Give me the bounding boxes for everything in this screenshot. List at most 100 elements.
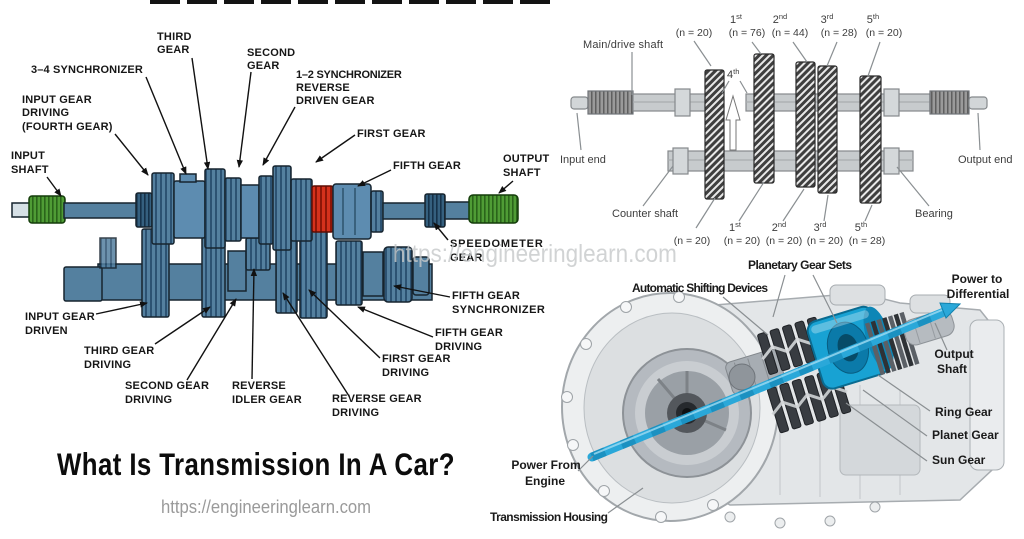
output-shaft-body [382,202,428,220]
label-planet-gear: Planet Gear [932,428,999,442]
svg-text:IDLER GEAR: IDLER GEAR [232,394,302,406]
label-speedometer-gear: SPEEDOMETER [450,238,543,250]
label-input-end: Input end [560,154,606,166]
automatic-transmission-diagram: Planetary Gear Sets Automatic Shifting D… [490,258,1009,529]
label-synchronizer-3-4: 3–4 SYNCHRONIZER [31,64,143,76]
svg-text:DRIVEN GEAR: DRIVEN GEAR [296,95,375,107]
input-shaft-tip [11,202,31,218]
hub [240,184,260,239]
first-gear-gear [290,178,313,242]
callout-arrows [46,57,514,397]
synchronizer-tab [179,173,197,183]
gear-shaft-labels: Main/drive shaft Input end Output end Co… [560,12,1012,247]
label-third-gear-driving: THIRD GEAR [84,345,154,357]
ordinal-1st-bottom: 1st [729,220,742,234]
fourth-gear-driving-gear [151,172,175,245]
leader-lines [576,40,981,229]
shaft-tip [570,96,589,110]
svg-text:DRIVING: DRIVING [125,394,172,406]
input-shaft-body [63,202,141,219]
label-first-gear: FIRST GEAR [357,128,426,140]
teeth-count: (n = 20) [674,235,710,247]
label-bearing: Bearing [915,208,953,220]
shaft-collar [672,147,689,175]
reverse-driven-gear-red [311,185,334,233]
svg-text:(FOURTH GEAR): (FOURTH GEAR) [22,121,113,133]
svg-text:GEAR: GEAR [157,44,190,56]
input-shaft-spline [28,195,66,224]
spline-cone [135,192,153,228]
label-input-shaft: INPUT [11,150,45,162]
label-second-gear: SECOND [247,47,295,59]
label-planetary-gear-sets: Planetary Gear Sets [748,258,852,272]
svg-text:DRIVING: DRIVING [382,367,429,379]
speedometer-gear-shape [424,193,446,228]
label-fifth-gear: FIFTH GEAR [393,160,461,172]
synchronizer-3-4-hub [173,180,206,239]
svg-text:REVERSE: REVERSE [296,82,350,94]
label-automatic-shifting-devices: Automatic Shifting Devices [632,281,768,295]
gear-1st-pair [753,53,775,184]
label-fifth-gear-driving: FIFTH GEAR [435,327,503,339]
output-shaft-spline [468,194,519,224]
clutch-stack-upper [757,316,828,375]
svg-text:DRIVEN: DRIVEN [25,325,68,337]
shaft-collar [674,88,691,117]
fifth-gear-driving-gear [335,240,363,306]
hub [362,251,384,297]
gear-pairs [704,53,882,204]
svg-text:DRIVING: DRIVING [84,359,131,371]
svg-text:DRIVING: DRIVING [332,407,379,419]
svg-text:Engine: Engine [525,474,565,488]
teeth-count: (n = 20) [724,235,760,247]
svg-text:DRIVING: DRIVING [435,341,482,353]
counter-shaft-end-cap [412,256,430,296]
svg-text:GEAR: GEAR [450,252,483,264]
teeth-count: (n = 20) [676,27,712,39]
output-shaft-body [444,201,472,220]
ordinal-2nd-bottom: 2nd [772,220,786,234]
shaft-body [667,150,914,172]
watermark: https://engineeringlearn.com [393,240,677,268]
teeth-count: (n = 44) [772,27,808,39]
teeth-count: (n = 28) [821,27,857,39]
label-4th: 4th [727,67,739,81]
svg-text:Shaft: Shaft [937,362,967,376]
ordinal-3rd-top: 3rd [821,12,834,26]
label-synchronizer-1-2: 1–2 SYNCHRONIZER [296,69,402,81]
svg-text:SHAFT: SHAFT [503,167,541,179]
ordinal-3rd-bottom: 3rd [814,220,827,234]
gear-teeth [99,237,117,269]
label-first-gear-driving: FIRST GEAR [382,353,451,365]
label-input-gear-driving: INPUT GEAR [22,94,92,106]
label-transmission-housing: Transmission Housing [490,510,608,524]
label-main-drive-shaft: Main/drive shaft [583,39,663,51]
label-power-to-differential: Power to [952,272,1003,286]
power-arrowhead [939,302,962,319]
label-sun-gear: Sun Gear [932,453,986,467]
power-flow-shaft [587,302,962,462]
third-gear-gear [204,168,226,249]
second-gear-gear [258,175,274,245]
ordinal-5th-bottom: 5th [855,220,867,234]
fifth-gear-hub [332,183,372,240]
counter-shaft-left-hub [63,266,103,302]
page-title: What Is Transmission In A Car? [57,446,455,482]
label-reverse-idler-gear: REVERSE [232,380,286,392]
label-power-from-engine: Power From [511,458,580,472]
svg-text:SHAFT: SHAFT [11,164,49,176]
label-third-gear: THIRD [157,31,192,43]
label-output-shaft: Output [934,347,973,361]
label-counter-shaft: Counter shaft [612,208,678,220]
shaft-spline [929,90,970,115]
hub [227,250,247,292]
cropped-heading-bar [150,0,556,4]
teeth-count: (n = 20) [766,235,802,247]
shaft-tip [968,96,988,110]
shaft-spline [587,90,634,115]
label-output-shaft: OUTPUT [503,153,550,165]
label-fifth-gear-synchronizer: FIFTH GEAR [452,290,520,302]
site-url: https://engineeringlearn.com [160,496,372,517]
label-output-end: Output end [958,154,1012,166]
